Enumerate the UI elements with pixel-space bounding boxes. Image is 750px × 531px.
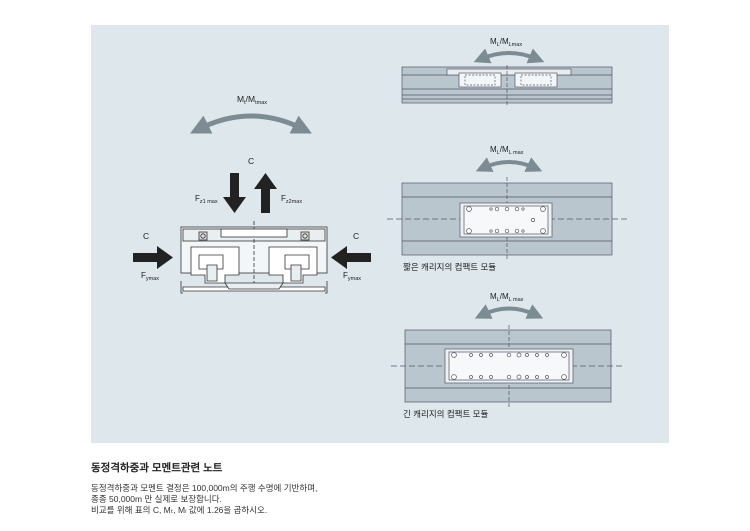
ml-label-1: ML/MLmax [490, 37, 522, 48]
c-top-label: C [248, 156, 254, 166]
c-right-label: C [353, 231, 359, 241]
ml-arrow-1 [473, 48, 545, 64]
ml-label-3: ML/ML max [490, 292, 524, 303]
fy-left-arrow [133, 246, 173, 269]
note-line-2: 종종 50,000m 만 실제로 보장합니다. [91, 494, 222, 504]
fy-right-arrow [331, 246, 371, 269]
mt-moment-arrow [190, 113, 312, 134]
diagram-svg: Mt/Mtmax C Fz1 max Fz2max C C Fymax Fyma… [133, 37, 627, 419]
notes-title: 동정격하중과 모멘트관련 노트 [91, 462, 223, 474]
note-line-1: 동정격하중과 모멘트 결정은 100,000m의 주행 수명에 기반하며, [91, 483, 318, 493]
fy-left-label: Fymax [141, 271, 159, 282]
diagram-panel: Mt/Mtmax C Fz1 max Fz2max C C Fymax Fyma… [91, 25, 669, 443]
short-carriage-caption: 짧은 캐리지의 컴팩트 모듈 [403, 262, 496, 272]
note-line-3: 비교를 위해 표의 C, Mₜ, Mₗ 값에 1.26을 곱하시오. [91, 505, 268, 515]
fz2-label: Fz2max [281, 194, 302, 205]
fz2-arrow [254, 173, 277, 213]
long-carriage-caption: 긴 캐리지의 컴팩트 모듈 [403, 409, 488, 419]
fz1-arrow [223, 173, 246, 213]
short-carriage-module [387, 177, 627, 261]
mt-label: Mt/Mtmax [237, 94, 267, 106]
fz1-label: Fz1 max [195, 194, 218, 205]
ml-arrow-2 [475, 157, 543, 172]
cross-section-drawing [180, 221, 328, 294]
ml-arrow-3 [474, 304, 544, 319]
long-carriage-module [391, 325, 625, 409]
notes-section: 동정격하중과 모멘트관련 노트 동정격하중과 모멘트 결정은 100,000m의… [91, 460, 651, 516]
side-view-rail [401, 65, 613, 105]
c-left-label: C [143, 231, 149, 241]
fy-right-label: Fymax [343, 271, 361, 282]
ml-label-2: ML/ML max [490, 145, 524, 156]
